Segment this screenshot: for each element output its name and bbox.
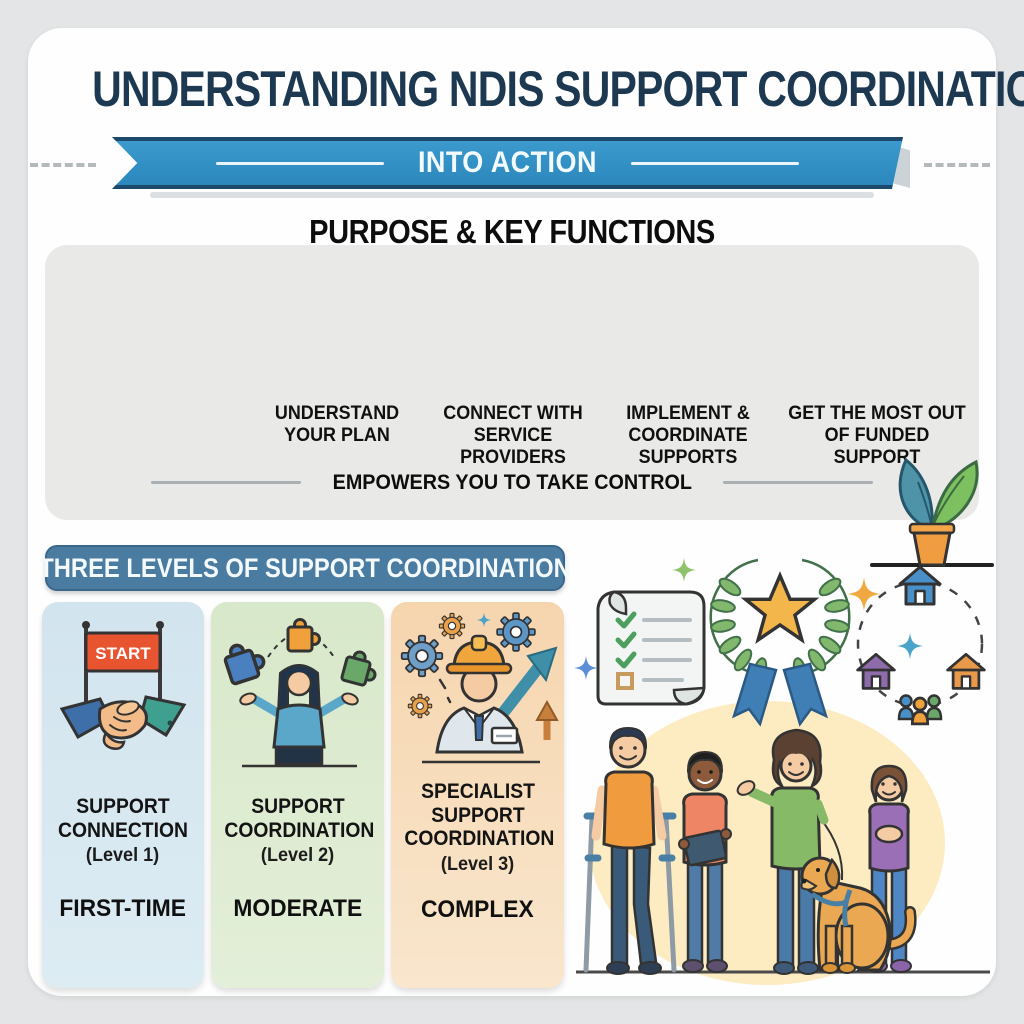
purpose-item-label: UNDERSTAND YOUR PLAN (274, 402, 400, 447)
level-sub: (Level 1) (86, 845, 160, 867)
puzzle-juggler-icon (219, 618, 381, 768)
checklist-scroll-icon (596, 590, 706, 706)
level-sub: (Level 3) (440, 853, 515, 875)
start-flag-handshake-icon: START (59, 621, 187, 750)
levels-heading: THREE LEVELS OF SUPPORT COORDINATION (39, 552, 571, 583)
levels-heading-banner: THREE LEVELS OF SUPPORT COORDINATION (39, 545, 571, 591)
guide-dog-icon (800, 856, 917, 974)
community-group-icon (897, 694, 943, 726)
specialist-worker-icon (400, 612, 559, 764)
laurel-star-icon (709, 558, 851, 727)
purpose-item-label: IMPLEMENT & COORDINATE SUPPORTS (626, 402, 750, 469)
level-title: SUPPORT CONNECTION (58, 795, 188, 842)
tagline-rule-left (150, 481, 301, 484)
ribbon-rule-right (630, 161, 799, 165)
level-column-2: SUPPORT COORDINATION (Level 2) MODERATE (211, 602, 384, 988)
housing-network-icon (856, 565, 986, 726)
tagline: EMPOWERS YOU TO TAKE CONTROL (332, 470, 692, 494)
level-tag: COMPLEX (421, 895, 534, 923)
into-action-ribbon: INTO ACTION (112, 137, 903, 189)
companion (866, 764, 912, 973)
level-tag: MODERATE (233, 895, 362, 923)
start-flag-label: START (95, 644, 151, 663)
right-dash-rule (924, 163, 990, 167)
purpose-panel (45, 245, 979, 520)
potted-plant-icon (870, 457, 994, 567)
purpose-item-label: GET THE MOST OUT OF FUNDED SUPPORT (788, 402, 966, 469)
level-tag: FIRST-TIME (59, 895, 187, 923)
tagline-rule-right (723, 481, 874, 484)
community-illustration (574, 558, 990, 985)
left-dash-rule (30, 163, 96, 167)
person-with-tablet (678, 750, 732, 973)
purpose-heading: PURPOSE & KEY FUNCTIONS (309, 213, 715, 250)
page-title: UNDERSTANDING NDIS SUPPORT COORDINATION (92, 61, 1024, 117)
ribbon-label: INTO ACTION (418, 146, 597, 179)
level-column-1: START SUPPORT CONNECTION (Level 1) FIRST… (42, 602, 204, 988)
ribbon-shadow (150, 192, 874, 198)
person-with-crutches (583, 726, 677, 975)
level-column-3: SPECIALIST SUPPORT COORDINATION (Level 3… (391, 602, 564, 988)
purpose-item-label: CONNECT WITH SERVICE PROVIDERS (443, 402, 583, 469)
level-title: SUPPORT COORDINATION (223, 795, 374, 842)
level-sub: (Level 2) (260, 845, 335, 867)
level-title: SPECIALIST SUPPORT COORDINATION (403, 780, 554, 851)
support-coordinator (736, 728, 844, 975)
ribbon-rule-left (216, 161, 385, 165)
tagline-row: EMPOWERS YOU TO TAKE CONTROL (45, 470, 979, 495)
